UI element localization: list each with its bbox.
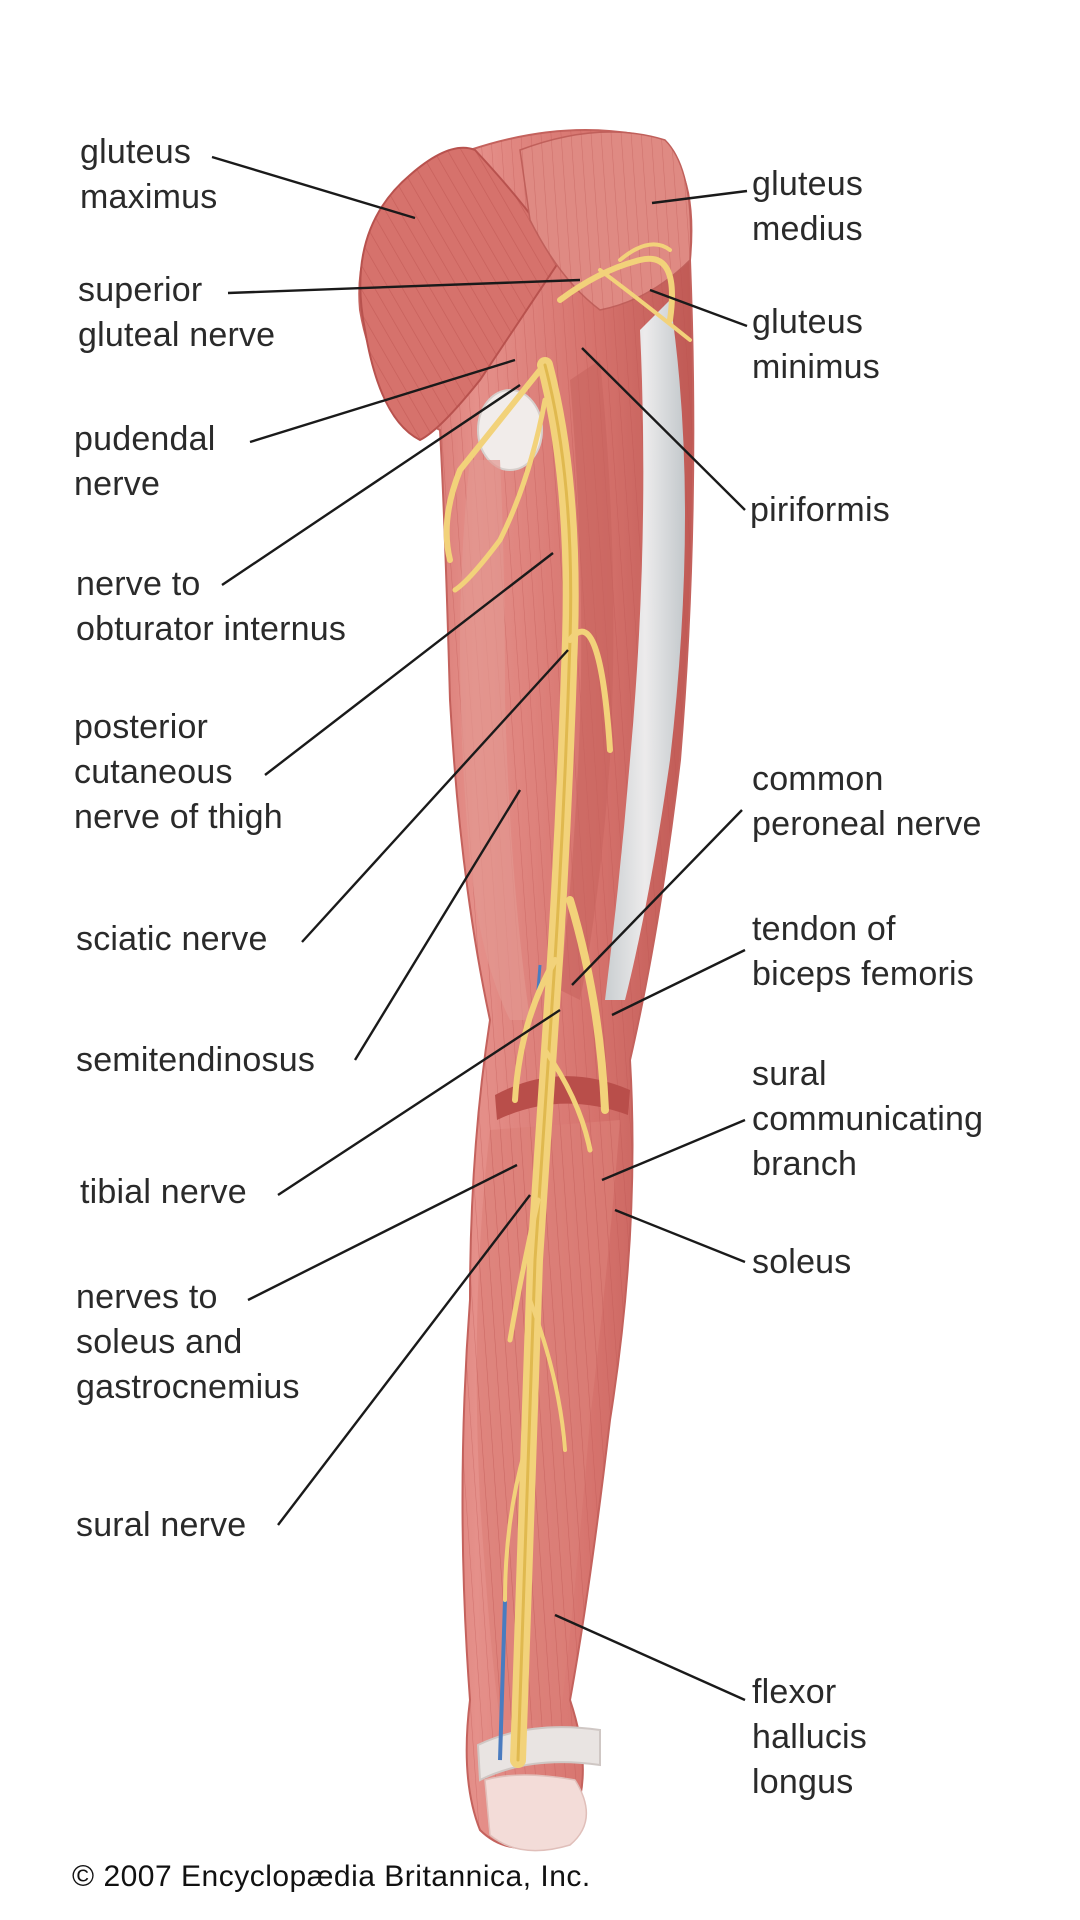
popliteal-band	[495, 1076, 630, 1120]
copyright-notice: © 2007 Encyclopædia Britannica, Inc.	[72, 1860, 591, 1893]
leader-lines	[211, 155, 748, 1702]
label-pudendal-nerve: pudendal nerve	[74, 420, 216, 503]
leader-gluteus-medius	[651, 189, 748, 205]
label-sciatic-nerve: sciatic nerve	[76, 920, 268, 958]
iliotibial-tract	[605, 300, 685, 1000]
leader-piriformis	[581, 347, 746, 511]
leader-sciatic-nerve	[301, 649, 569, 943]
leader-sural-nerve	[277, 1194, 531, 1526]
label-posterior-cutaneous-nerve: posterior cutaneous nerve of thigh	[74, 708, 283, 836]
label-nerve-to-obturator-internus: nerve to obturator internus	[76, 565, 347, 648]
leader-posterior-cutaneous	[264, 552, 554, 776]
label-common-peroneal-nerve: common peroneal nerve	[752, 760, 982, 843]
leader-nerve-to-obturator	[221, 384, 521, 586]
label-piriformis: piriformis	[750, 491, 890, 529]
label-soleus: soleus	[752, 1243, 852, 1281]
label-gluteus-maximus: gluteus maximus	[80, 133, 218, 216]
leader-nerves-to-soleus	[247, 1163, 518, 1302]
leader-sural-communicating	[601, 1118, 746, 1182]
leader-tibial-nerve	[277, 1008, 561, 1197]
nerve-tree	[443, 242, 692, 1768]
leader-tendon-biceps	[611, 948, 746, 1017]
leader-gluteus-maximus	[211, 155, 416, 220]
label-flexor-hallucis-longus: flexor hallucis longus	[752, 1673, 867, 1801]
leader-flexor-hallucis	[554, 1613, 746, 1702]
label-semitendinosus: semitendinosus	[76, 1041, 316, 1079]
label-nerves-to-soleus: nerves to soleus and gastrocnemius	[76, 1278, 300, 1406]
leader-superior-gluteal-nerve	[227, 278, 581, 295]
leader-soleus	[614, 1208, 746, 1264]
label-sural-communicating-branch: sural communicating branch	[752, 1055, 984, 1183]
leader-semitendinosus	[353, 789, 522, 1061]
label-tibial-nerve: tibial nerve	[80, 1173, 247, 1211]
ischial-tuberosity	[477, 389, 543, 471]
label-tendon-of-biceps-femoris: tendon of biceps femoris	[752, 910, 974, 993]
label-sural-nerve: sural nerve	[76, 1506, 247, 1544]
leader-common-peroneal	[571, 809, 743, 986]
leader-pudendal-nerve	[249, 358, 516, 444]
label-gluteus-minimus: gluteus minimus	[752, 303, 880, 386]
label-gluteus-medius: gluteus medius	[752, 165, 864, 248]
leader-gluteus-minimus	[649, 288, 748, 328]
label-superior-gluteal-nerve: superior gluteal nerve	[78, 271, 276, 354]
